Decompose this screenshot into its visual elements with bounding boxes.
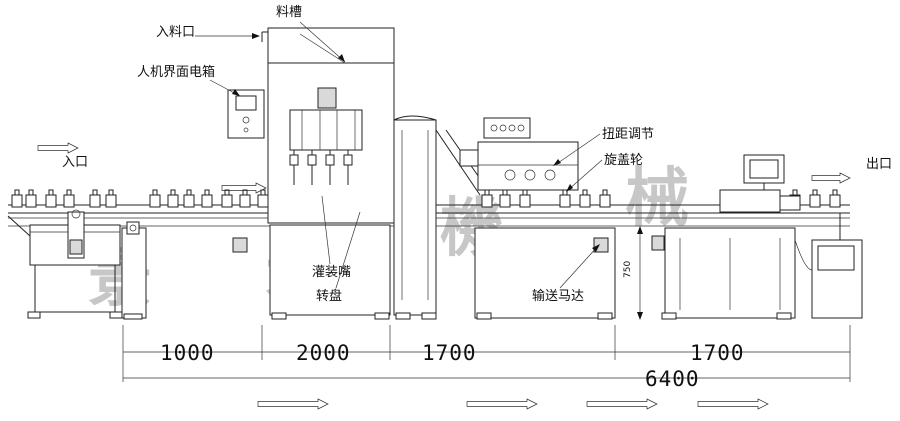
- bottle: [63, 189, 75, 208]
- hmi-electric-box: [227, 89, 265, 139]
- dim-seg4: 1700: [690, 341, 745, 365]
- filling-nozzle: [289, 150, 299, 185]
- bottle: [149, 189, 161, 208]
- label-pitch-adjust: 扭距调节: [602, 127, 654, 142]
- bottle: [559, 189, 571, 208]
- watermark-char-4: 械: [625, 161, 689, 236]
- label-filling-nozzle: 灌装嘴: [312, 265, 351, 280]
- bottle: [25, 189, 37, 208]
- bottle: [809, 189, 821, 208]
- dim-seg1: 1000: [160, 341, 215, 365]
- bottle: [519, 189, 531, 208]
- height-dimension: 750: [623, 226, 643, 320]
- flow-arrow: [811, 172, 851, 184]
- bottle: [183, 189, 195, 208]
- labeling-machine: [651, 154, 863, 320]
- flow-arrow: [586, 398, 658, 410]
- label-outlet: 出口: [866, 157, 892, 172]
- flow-arrow: [697, 398, 769, 410]
- infeed-unit: [27, 209, 147, 320]
- height-value: 750: [623, 261, 633, 278]
- bottle: [201, 189, 213, 208]
- bottle: [599, 189, 611, 208]
- label-conveyor-motor: 输送马达: [532, 288, 584, 304]
- filling-nozzle: [307, 150, 317, 185]
- capping-machine: [435, 117, 616, 320]
- dim-seg2: 2000: [296, 341, 351, 365]
- label-turntable: 转盘: [316, 288, 342, 304]
- bottle: [239, 189, 251, 208]
- flow-arrow: [257, 398, 329, 410]
- bottle: [89, 189, 101, 208]
- filling-nozzle: [325, 150, 335, 185]
- flow-arrow: [466, 398, 538, 410]
- bottle: [221, 189, 233, 208]
- label-inlet-material: 入料口: [156, 25, 195, 40]
- bottle: [257, 189, 269, 208]
- annotations: 料槽 入料口 人机界面电箱 入口 出口 扭距调节 旋盖轮 灌装嘴 转盘 输送马达: [62, 5, 892, 304]
- label-inlet: 入口: [62, 155, 88, 170]
- filling-nozzles: [289, 150, 353, 185]
- bottle: [579, 189, 591, 208]
- dim-total: 6400: [645, 367, 700, 391]
- dim-seg3: 1700: [422, 341, 477, 365]
- hmi-screen: [235, 95, 257, 111]
- bottle: [11, 189, 23, 208]
- length-dimensions: 1000 2000 1700 1700 6400: [122, 325, 851, 391]
- filling-machine: [232, 27, 395, 320]
- cap-elevator: [393, 115, 437, 320]
- flow-arrow: [37, 142, 79, 154]
- bottle: [167, 189, 179, 208]
- label-hopper: 料槽: [276, 5, 302, 20]
- flow-arrows: [37, 142, 851, 410]
- bottle: [105, 189, 117, 208]
- bottle: [45, 189, 57, 208]
- label-hmi-box: 人机界面电箱: [137, 64, 215, 80]
- bottle: [829, 189, 841, 208]
- flow-arrow: [221, 182, 267, 194]
- filling-nozzle: [343, 150, 353, 185]
- label-capping-wheel: 旋盖轮: [604, 153, 643, 168]
